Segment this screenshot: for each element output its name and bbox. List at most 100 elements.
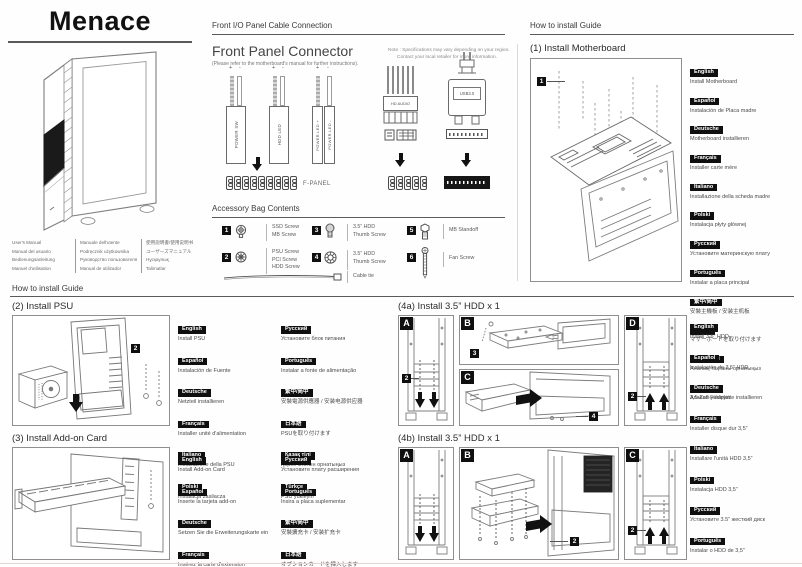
install-guide-header-bottom: How to install Guide (12, 284, 84, 293)
accessory-line: Thumb Screw (353, 258, 386, 265)
wire (327, 76, 332, 106)
hdd4a-panel-c: C 4 (459, 369, 619, 426)
hdd-column-down-illustration (405, 450, 448, 555)
language-entry: Русский Установите материнскую плату (690, 232, 770, 258)
language-entry: Español Instalación de Fuente (178, 349, 246, 375)
hdd-tray-slide-illustration (464, 371, 611, 421)
hd-audio-pin-header (388, 176, 428, 194)
install-guide-rule-bottom (10, 296, 794, 297)
front-panel-connector-title: Front Panel Connector (212, 43, 353, 59)
motherboard-language-list: English Install Motherboard Español Inst… (690, 60, 770, 404)
step4a-title: (4a) Install 3.5” HDD x 1 (398, 301, 500, 312)
language-badge: Русский (281, 326, 312, 334)
mb-standoff-icon (420, 223, 430, 240)
panel-letter-badge: A (400, 317, 413, 330)
accessory-line: MB Standoff (449, 227, 479, 233)
accessory-divider (266, 224, 267, 241)
language-badge: Türkçe (281, 483, 308, 491)
language-translation: Instalación de Fuente (178, 367, 231, 374)
manual-label: 使用說明書/使用说明书 (146, 240, 194, 245)
accessory-line: HDD Screw (272, 264, 300, 270)
pin-cell (412, 176, 419, 190)
language-badge: Polski (690, 212, 715, 220)
power-led-plus-connector: POWER LED + (312, 106, 323, 164)
language-translation: Inserte la tarjeta add-on (178, 498, 237, 505)
motherboard-illustration (550, 71, 679, 262)
accessory-line: MB Screw (272, 231, 297, 238)
language-translation: Install Add-on Card (178, 467, 225, 473)
language-badge: English (690, 324, 718, 332)
language-entry: English Install Add-on Card (178, 448, 268, 474)
power-led-plus-label: POWER LED + (315, 119, 320, 151)
language-translation: Instalar a placa principal (690, 279, 750, 286)
language-badge: Deutsche (690, 126, 723, 134)
panel-letter-badge: B (461, 317, 474, 330)
language-badge: Italiano (690, 446, 718, 454)
hd-audio-pins (383, 111, 418, 141)
step1-badge: 1 (537, 77, 546, 86)
hd-audio-connector: HD AUDIO (383, 96, 418, 111)
language-translation: Anakart yükleyin (690, 394, 731, 401)
accessory-num-2: 2 (222, 253, 231, 262)
language-translation: Setzen Sie die Erweiterungskarte ein (178, 530, 269, 536)
accessory-num-4: 4 (312, 253, 321, 262)
cable-tie-text: Cable tie (353, 273, 374, 281)
hdd4b-panel-a: A (398, 447, 454, 560)
hdd4a-panel-a: A 2 (398, 315, 454, 426)
manual-label: Podręcznik użytkownika (80, 248, 130, 254)
step-badge: 3 (470, 349, 479, 358)
wire (237, 76, 242, 106)
language-entry: Italiano Installare l'unità HDD 3,5” (690, 437, 765, 463)
brand-title: Menace (48, 6, 152, 36)
hd-audio-label: HD AUDIO (390, 101, 411, 106)
language-translation: Installer carte mère (690, 165, 738, 172)
pin-cell (242, 176, 249, 190)
wire (273, 76, 277, 106)
psu-illustration-box: 2 (12, 315, 170, 426)
thumb-screw-icon (325, 223, 335, 238)
language-translation: Установите 3.5” жесткий диск (690, 517, 766, 523)
language-entry: 繁中/简中 安裝主機板 / 安装主机板 (690, 290, 770, 316)
language-entry: Deutsche Motherboard installieren (690, 117, 770, 143)
accessory-rule (212, 217, 505, 218)
power-led-minus-connector: POWER LED - (324, 106, 335, 164)
down-arrow-icon (461, 153, 472, 167)
front-io-section-header: Front I/O Panel Cable Connection (212, 21, 333, 30)
hdd-column-up-illustration (634, 318, 678, 421)
front-panel-connector-subtitle: (Please refer to the motherboard's manua… (212, 61, 359, 67)
usb-pin-strip (446, 129, 488, 139)
language-badge: Italiano (690, 183, 718, 192)
pin-minus-label: - (239, 65, 241, 71)
language-badge: Português (281, 488, 317, 496)
language-translation: Установите блок питания (281, 336, 346, 342)
hdd-exploded-illustration (470, 449, 615, 557)
language-entry: Español Instalación de 3.5” HDD (690, 346, 765, 372)
pin-cell (274, 176, 281, 190)
manual-label: ユーザーズマニュアル (146, 248, 192, 254)
language-entry: Português Instalar a fonte de alimentaçã… (281, 349, 363, 375)
language-badge: 日本語 (281, 551, 306, 559)
pin-cell (282, 176, 289, 190)
language-entry: 繁中/简中 安裝電源供應器 / 安装电源供应器 (281, 380, 363, 406)
language-entry: Русский Установите 3.5” жесткий диск (690, 498, 765, 524)
language-badge: Polski (178, 483, 203, 491)
step4b-title: (4b) Install 3.5” HDD x 1 (398, 433, 500, 444)
language-badge: English (178, 457, 206, 465)
panel-letter-badge: C (626, 449, 639, 462)
language-translation: Instalación de 3.5” HDD (690, 364, 749, 371)
hdd4b-panel-c: C 2 (624, 447, 687, 560)
language-badge: English (690, 69, 718, 77)
step-badge: 2 (402, 374, 411, 383)
accessory-item-text: SSD Screw MB Screw (272, 224, 299, 239)
language-badge: Deutsche (690, 385, 723, 393)
language-badge: Deutsche (178, 389, 211, 397)
panel-letter-badge: D (626, 317, 639, 330)
region-note: Note : Specifications may vary depending… (388, 47, 510, 61)
language-entry: Français Insérez la carte d'extension (178, 543, 268, 567)
language-translation: Installare l'unità HDD 3,5” (690, 456, 753, 462)
language-translation: Insérez la carte d'extension (178, 561, 245, 567)
language-badge: Français (178, 420, 209, 428)
usb-motherboard-header (444, 176, 490, 189)
manual-label-col3: 使用說明書/使用说明书 ユーザーズマニュアル Нұсқаулық Talimat… (141, 239, 199, 274)
